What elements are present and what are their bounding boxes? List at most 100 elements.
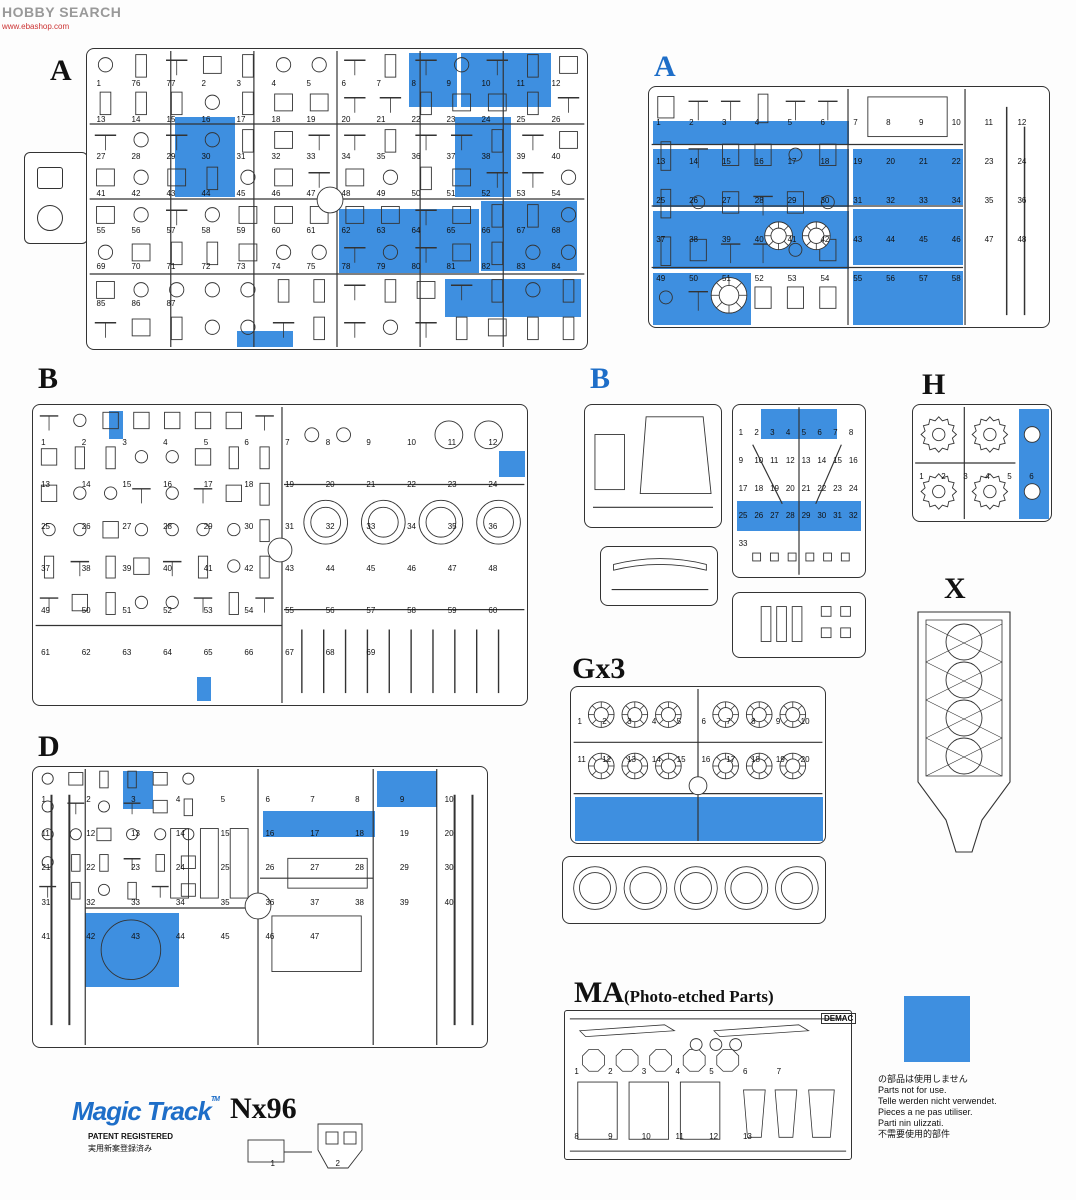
part-number: 33 (306, 152, 316, 162)
part-shape (240, 282, 256, 298)
part-shape (97, 883, 110, 896)
part-shape (131, 318, 151, 337)
sprue-runner (625, 719, 631, 725)
part-number: 68 (325, 648, 335, 658)
part-number: 20 (325, 480, 335, 490)
road-wheel-part (303, 499, 348, 545)
part-number: 7 (376, 78, 381, 88)
part-number: 13 (742, 1131, 752, 1141)
part-number: 38 (81, 564, 91, 574)
pe-panel-part (679, 1081, 721, 1140)
part-number: 30 (820, 196, 830, 206)
part-number: 31 (853, 196, 863, 206)
part-number: 46 (407, 564, 416, 574)
part-shape (345, 168, 365, 187)
blue-part-area (85, 913, 179, 987)
part-number: 35 (220, 897, 230, 907)
sprue-runner (605, 770, 611, 776)
part-number: 64 (163, 648, 172, 658)
sprue-runner (730, 756, 736, 762)
idler-wheel-hub (579, 872, 611, 905)
part-shape (560, 244, 577, 260)
part-number: 73 (236, 262, 246, 272)
part-number: 20 (341, 115, 351, 125)
part-number: 38 (689, 235, 699, 245)
sprue-runner (783, 770, 789, 776)
part-number: 39 (516, 152, 526, 162)
part-shape (594, 434, 625, 491)
part-shape (135, 91, 147, 116)
sprue-runner (659, 705, 664, 710)
part-number: 5 (787, 118, 793, 128)
part-shape (722, 143, 740, 166)
part-shape (71, 593, 88, 612)
part-number: 22 (817, 483, 827, 493)
sprue-runner (749, 770, 755, 776)
part-number: 32 (848, 511, 858, 521)
sprue-runner (768, 225, 774, 231)
part-shape (131, 243, 151, 262)
part-number: 53 (203, 606, 213, 616)
part-shape (657, 96, 675, 119)
part-number: 49 (656, 274, 666, 284)
part-shape (73, 486, 87, 500)
part-number: 18 (355, 829, 364, 839)
road-wheel-hub (367, 506, 399, 538)
part-number: 26 (551, 115, 561, 125)
part-shape (169, 282, 185, 298)
part-shape (242, 54, 254, 78)
part-shape (1023, 483, 1041, 500)
part-number: 48 (1017, 235, 1027, 245)
part-number: 37 (656, 235, 666, 245)
part-number: 44 (325, 564, 335, 574)
sprue-runner (730, 705, 736, 710)
part-number: 25 (738, 511, 748, 521)
sprue-gate-ring (244, 892, 272, 920)
part-number: 23 (446, 115, 456, 125)
legend-color-swatch (904, 996, 970, 1062)
part-number: 17 (236, 115, 246, 125)
sprue-label-ma: MA(Photo-etched Parts) (574, 976, 774, 1009)
sprue-runner (625, 770, 631, 776)
part-shape (69, 828, 82, 841)
part-shape (242, 129, 254, 153)
part-number: 12 (488, 438, 498, 448)
part-number: 1 (574, 1066, 579, 1076)
idler-wheel-hub (730, 872, 763, 905)
part-number: 18 (271, 115, 281, 125)
sprue-runner (673, 770, 678, 776)
part-number: 15 (122, 480, 132, 490)
part-shape (452, 168, 472, 187)
hull-opening (945, 699, 983, 737)
pe-part (743, 1089, 766, 1138)
part-number: 49 (41, 606, 50, 616)
part-number: 37 (310, 897, 320, 907)
part-number: 45 (366, 564, 376, 574)
part-number: 82 (481, 262, 491, 272)
part-number: 38 (355, 897, 364, 907)
part-shape (259, 482, 270, 506)
part-shape (133, 557, 150, 575)
part-shape (165, 450, 179, 464)
part-shape (786, 191, 804, 214)
part-number: 15 (220, 829, 230, 839)
sprue-runner (797, 705, 803, 710)
legend-line: Pieces a ne pas utiliser. (878, 1107, 973, 1117)
sprue-drawing (35, 406, 525, 704)
part-number: 48 (341, 188, 351, 198)
part-number: 22 (86, 863, 96, 873)
part-number: 18 (754, 483, 764, 493)
part-shape (242, 91, 254, 116)
part-number: 25 (220, 863, 230, 873)
part-shape (41, 772, 54, 785)
part-number: 4 (985, 471, 990, 481)
sprue-drawing (917, 611, 1011, 853)
part-number: 29 (166, 152, 176, 162)
part-number: 2 (86, 794, 91, 804)
idler-wheel-part (775, 866, 819, 910)
part-number: 1 (577, 717, 582, 727)
sprue-runner (821, 240, 827, 246)
sprue-runner (730, 719, 736, 725)
part-number: 7 (853, 118, 858, 128)
